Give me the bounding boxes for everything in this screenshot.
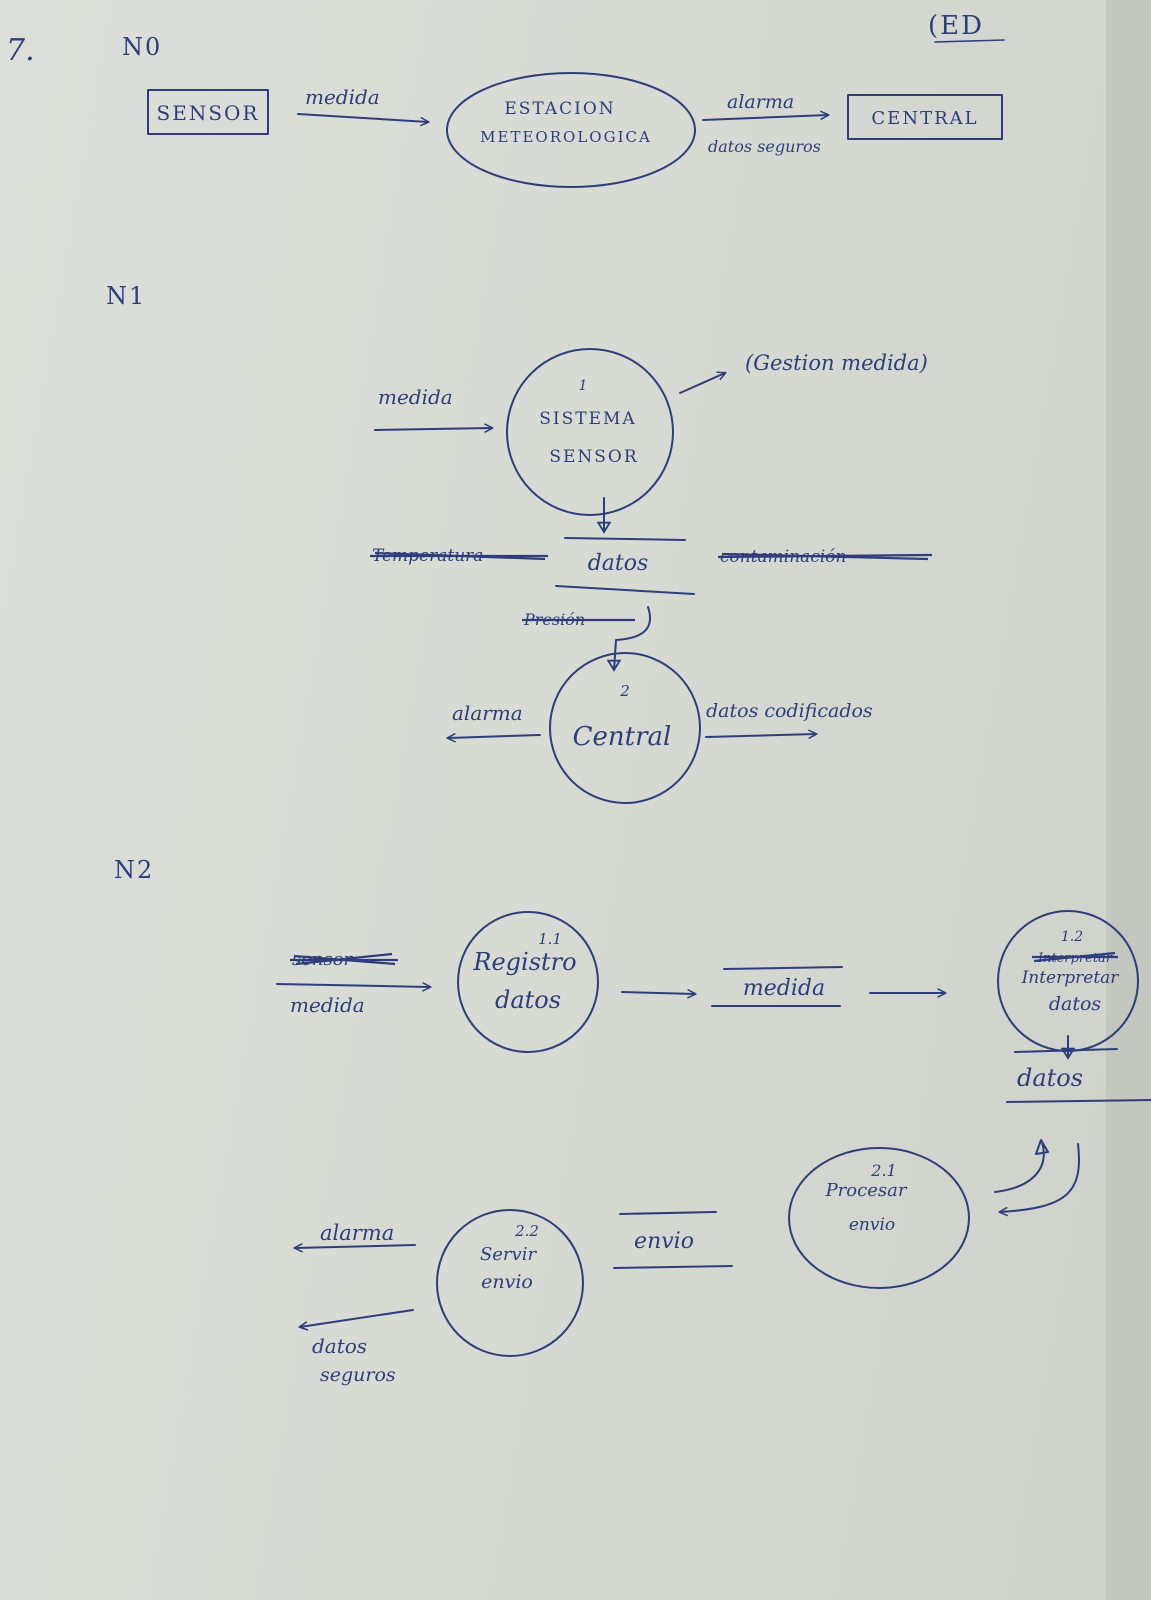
level-n2-title: N2 [114,856,154,884]
n2-process-2-2-line2: envio [481,1271,533,1293]
n2-process-2-1-line2: envio [849,1215,895,1235]
n1-process-1-bubble [506,348,674,516]
n2-process-1-1-bubble [457,911,599,1053]
n1-store-to-central-arrow [614,606,652,670]
n2-store-link-head-1 [1035,1139,1049,1155]
n0-measure-flow-label: medida [305,85,380,109]
n2-store-medida: medida [711,966,843,1007]
n0-station-process: ESTACION METEOROLOGICA [446,72,696,188]
n2-store-datos: datos [1006,1048,1151,1103]
n2-process-2-1-bubble [788,1147,970,1289]
n2-store-envio: envio [613,1211,733,1269]
paper-edge-shadow [1106,0,1151,1600]
n2-store-datos-label: datos [1017,1064,1083,1092]
n0-secure-flow-label: datos seguros [708,137,821,156]
n1-gestion-note: (Gestion medida) [745,351,928,375]
n1-gestion-arrow [679,373,725,394]
n0-measure-arrow [297,113,428,122]
n2-store-envio-top [619,1211,717,1215]
n0-sensor-entity: SENSOR [147,89,269,135]
n1-data-store: datos [555,537,695,595]
n2-process-1-2: 1.2 Interpretar Interpretar datos [997,910,1139,1052]
n1-alarm-flow-label: alarma [452,701,523,725]
n2-store-datos-bottom [1006,1099,1151,1103]
n2-process-1-2-line2: datos [1049,993,1102,1015]
n1-struck-presion: Presión [522,610,635,629]
n2-process-2-1-number: 2.1 [870,1161,896,1180]
n0-sensor-box [147,89,269,135]
level-n0-title: N0 [122,33,162,61]
n2-struck-sensor: sensor [290,949,398,970]
n2-store-link-curve-1 [994,1141,1045,1193]
n2-store-medida-label: medida [743,976,825,1001]
n2-reg-to-store-arrow [621,992,695,994]
n1-process-1-line1: SISTEMA [539,409,636,429]
n2-process-1-2-number: 1.2 [1061,929,1083,945]
n0-station-bubble [446,72,696,188]
n2-alarm-flow-label: alarma [320,1221,394,1245]
n2-process-1-2-line1: Interpretar [1021,968,1120,988]
n1-coded-arrow [705,734,816,737]
course-tag: (ED [928,11,984,41]
n2-process-2-1-line1: Procesar [825,1180,908,1201]
n2-process-2-2-bubble [436,1209,584,1357]
n1-store-top-line [564,537,686,541]
n2-process-2-2-line1: Servir [480,1244,538,1265]
n2-process-2-2: 2.2 Servir envio [436,1209,584,1357]
n1-coded-flow-label: datos codificados [706,700,873,722]
n0-central-box [847,94,1003,140]
n1-process-2-label: Central [573,722,672,752]
n1-store-bottom-line [555,585,695,595]
n2-store-envio-bottom [613,1265,733,1269]
n1-struck-left-line [370,551,548,561]
n1-measure-flow-label: medida [378,385,453,409]
n2-store-envio-label: envio [634,1229,694,1254]
course-tag-underline [934,39,1005,43]
n2-process-1-1: 1.1 Registro datos [457,911,599,1053]
n2-store-datos-top [1014,1048,1118,1053]
n0-central-entity: CENTRAL [847,94,1003,140]
n1-process-2-number: 2 [619,682,630,700]
n2-process-1-1-line2: datos [495,986,561,1014]
n1-struck-right-line [717,552,933,561]
n1-process-2-bubble [549,652,701,804]
n1-process-1-number: 1 [579,378,588,394]
n1-process-2: 2 Central [549,652,701,804]
n2-alarm-arrow [295,1245,416,1248]
level-n1-title: N1 [106,282,146,310]
n0-central-label: CENTRAL [871,108,978,129]
n2-measure-arrow [276,984,430,987]
n2-process-2-1: 2.1 Procesar envio [788,1147,970,1289]
n1-struck-contaminacion: contaminación [717,547,933,567]
n2-measure-flow-label: medida [290,993,365,1017]
page-number: 7. [6,33,35,68]
n0-station-line1: ESTACION [504,99,615,119]
n1-measure-arrow [374,428,492,430]
n0-alarm-flow-label: alarma [727,91,794,113]
n1-store-label: datos [588,551,649,576]
n2-process-1-1-line1: Registro [472,948,576,976]
n2-struck-sensor-line [290,952,398,966]
n0-output-arrow [702,115,828,121]
n2-secure-line2: seguros [320,1364,396,1386]
n1-alarm-arrow [448,735,541,738]
n1-process-1-line2: SENSOR [549,447,638,467]
n0-sensor-label: SENSOR [157,101,260,125]
n2-process-1-1-number: 1.1 [538,930,562,948]
n2-process-1-2-struck-line [1032,951,1118,963]
n1-struck-temperatura: Temperatura [370,546,548,566]
n2-store-medida-top [723,966,843,970]
n2-secure-arrow [300,1309,414,1327]
n2-store-to-procesar-arrow [1000,1143,1080,1212]
n0-station-line2: METEOROLOGICA [480,128,652,146]
n1-process-1: 1 SISTEMA SENSOR [506,348,674,516]
n2-secure-line1: datos [312,1334,367,1358]
n2-process-2-2-number: 2.2 [514,1222,539,1240]
